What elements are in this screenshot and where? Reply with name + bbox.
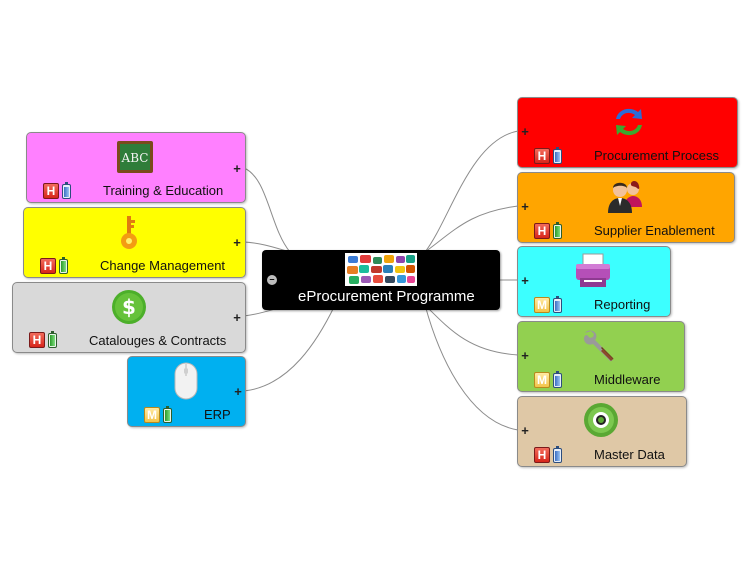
expand-toggle[interactable]: + bbox=[521, 124, 529, 139]
progress-battery-icon bbox=[163, 405, 172, 423]
progress-battery-icon bbox=[553, 221, 562, 239]
dollar-coin-icon: $ bbox=[112, 290, 146, 324]
topic-label: Procurement Process bbox=[594, 148, 719, 163]
topic-label: Supplier Enablement bbox=[594, 223, 715, 238]
expand-toggle[interactable]: + bbox=[233, 161, 241, 176]
topic-label: Training & Education bbox=[103, 183, 224, 198]
topic-middleware[interactable]: + M Middleware bbox=[517, 321, 685, 392]
topic-label: Master Data bbox=[594, 447, 665, 462]
expand-toggle[interactable]: + bbox=[521, 348, 529, 363]
priority-badge: M bbox=[534, 372, 550, 388]
chalkboard-icon: ABC bbox=[117, 141, 153, 173]
expand-toggle[interactable]: + bbox=[521, 423, 529, 438]
progress-battery-icon bbox=[553, 445, 562, 463]
progress-battery-icon bbox=[553, 295, 562, 313]
key-icon bbox=[121, 216, 137, 249]
topic-label: Catalouges & Contracts bbox=[89, 333, 227, 348]
priority-badge: M bbox=[534, 297, 550, 313]
expand-toggle[interactable]: + bbox=[234, 384, 242, 399]
svg-text:ABC: ABC bbox=[121, 151, 149, 165]
svg-text:$: $ bbox=[122, 295, 136, 319]
progress-battery-icon bbox=[48, 330, 57, 348]
priority-badge: H bbox=[534, 223, 550, 239]
topic-label: Reporting bbox=[594, 297, 651, 312]
topic-supplier-enablement[interactable]: + H Supplier Enablement bbox=[517, 172, 735, 243]
topic-reporting[interactable]: + M Reporting bbox=[517, 246, 671, 317]
disc-icon bbox=[584, 403, 618, 437]
people-icon bbox=[608, 181, 642, 213]
topic-procurement-process[interactable]: + H Procurement Process bbox=[517, 97, 738, 168]
topic-label: Middleware bbox=[594, 372, 661, 387]
central-topic[interactable]: – eProcurement Programme bbox=[262, 250, 500, 310]
progress-battery-icon bbox=[62, 181, 71, 199]
central-topic-label: eProcurement Programme bbox=[298, 288, 475, 305]
topic-change-management[interactable]: H Change Management + bbox=[23, 207, 246, 278]
topic-erp[interactable]: M ERP + bbox=[127, 356, 246, 427]
topic-label: ERP bbox=[204, 407, 231, 422]
collapse-toggle[interactable]: – bbox=[267, 275, 277, 285]
expand-toggle[interactable]: + bbox=[521, 273, 529, 288]
progress-battery-icon bbox=[553, 146, 562, 164]
expand-toggle[interactable]: + bbox=[521, 199, 529, 214]
topic-training-education[interactable]: ABC H Training & Education + bbox=[26, 132, 246, 203]
mouse-icon bbox=[174, 362, 198, 400]
expand-toggle[interactable]: + bbox=[233, 235, 241, 250]
people-collage-image bbox=[345, 253, 417, 286]
priority-badge: M bbox=[144, 407, 160, 423]
progress-battery-icon bbox=[553, 370, 562, 388]
topic-label: Change Management bbox=[100, 258, 226, 273]
topic-catalouges-contracts[interactable]: $ H Catalouges & Contracts + bbox=[12, 282, 246, 353]
priority-badge: H bbox=[43, 183, 59, 199]
expand-toggle[interactable]: + bbox=[233, 310, 241, 325]
priority-badge: H bbox=[534, 148, 550, 164]
priority-badge: H bbox=[534, 447, 550, 463]
printer-icon bbox=[576, 253, 610, 287]
wrench-icon bbox=[583, 330, 614, 362]
topic-master-data[interactable]: + H Master Data bbox=[517, 396, 687, 467]
progress-battery-icon bbox=[59, 256, 68, 274]
priority-badge: H bbox=[40, 258, 56, 274]
priority-badge: H bbox=[29, 332, 45, 348]
sync-arrows-icon bbox=[616, 108, 642, 136]
